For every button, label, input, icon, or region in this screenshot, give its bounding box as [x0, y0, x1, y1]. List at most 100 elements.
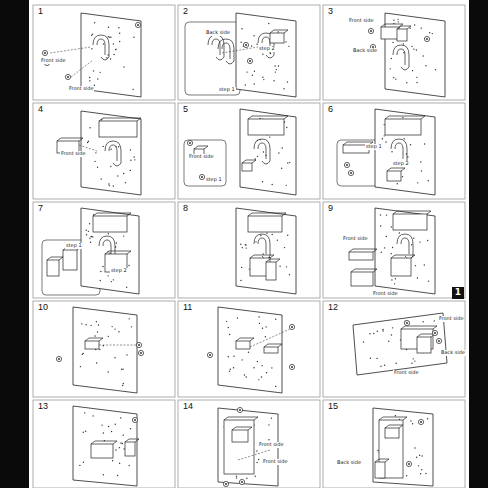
plate-hole	[257, 361, 258, 362]
plate-hole	[87, 142, 88, 143]
plate-hole	[115, 48, 116, 49]
step-number: 11	[182, 303, 193, 313]
plate-hole	[245, 244, 246, 245]
plate-hole	[114, 328, 115, 329]
side-label: Back side	[336, 460, 362, 466]
bracket-edge	[59, 257, 63, 260]
callout-circle	[424, 36, 429, 41]
bracket-part	[264, 347, 278, 353]
bracket-edge	[127, 251, 131, 254]
bracket-edge	[407, 26, 411, 29]
plate-hole	[107, 275, 108, 276]
panel-frame	[33, 202, 175, 298]
plate-hole	[119, 462, 120, 463]
plate-hole	[420, 161, 421, 162]
plate-hole	[271, 234, 272, 235]
plate-hole	[416, 82, 417, 83]
plate-hole	[421, 170, 422, 171]
bracket-edge	[405, 326, 437, 327]
panel-frame	[178, 301, 320, 397]
plate-hole	[382, 329, 383, 330]
step-number: 10	[37, 303, 49, 313]
bracket-edge	[284, 116, 288, 119]
side-label: Front side	[342, 236, 368, 242]
plate-hole	[244, 374, 245, 375]
plate-outline	[81, 13, 141, 97]
callout-circle	[187, 140, 192, 145]
plate-hole	[115, 449, 116, 450]
callout-dot	[370, 30, 372, 32]
plate-hole	[385, 141, 386, 142]
callout-circle	[132, 417, 137, 422]
step-number: 3	[327, 7, 334, 17]
plate-hole	[413, 237, 414, 238]
plate-hole	[391, 226, 392, 227]
plate-hole	[410, 420, 411, 421]
bracket-edge	[250, 338, 254, 341]
plate-hole	[413, 48, 414, 49]
bracket-part	[349, 252, 373, 260]
plate-hole	[271, 417, 272, 418]
plate-hole	[111, 281, 112, 282]
plate-hole	[288, 46, 289, 47]
plate-hole	[130, 160, 131, 161]
bracket-edge	[85, 338, 89, 341]
bracket-edge	[375, 459, 379, 462]
bracket-edge	[391, 255, 395, 258]
plate-hole	[92, 415, 93, 416]
plate-hole	[424, 264, 425, 265]
plate-hole	[123, 435, 124, 436]
plate-hole	[255, 241, 256, 242]
plate-hole	[108, 233, 109, 234]
bracket-edge	[266, 259, 270, 262]
plate-hole	[273, 80, 274, 81]
plate-hole	[434, 320, 435, 321]
page-tab: 1	[452, 287, 464, 299]
bracket-edge	[236, 427, 252, 428]
plate-hole	[278, 31, 279, 32]
leader-line	[99, 345, 137, 346]
plate-hole	[236, 476, 237, 477]
plate-hole	[406, 475, 407, 476]
bracket-edge	[252, 160, 256, 163]
callout-dot	[426, 38, 428, 40]
plate-hole	[88, 231, 89, 232]
bracket-edge	[401, 326, 405, 329]
callout-circle	[247, 58, 252, 63]
plate-hole	[228, 356, 229, 357]
plate-hole	[398, 21, 399, 22]
bracket-part	[397, 29, 407, 41]
plate-hole	[110, 149, 111, 150]
plate-outline	[236, 13, 296, 97]
plate-hole	[411, 362, 412, 363]
plate-hole	[422, 55, 423, 56]
plate-hole	[266, 232, 267, 233]
plate-hole	[381, 252, 382, 253]
plate-hole	[96, 321, 97, 322]
bracket-edge	[129, 439, 139, 440]
plate-hole	[111, 431, 112, 432]
plate-hole	[287, 162, 288, 163]
bracket-edge	[417, 334, 421, 337]
bracket-edge	[194, 146, 198, 149]
bracket-edge	[421, 116, 425, 119]
plate-hole	[113, 43, 114, 44]
plate-hole	[229, 334, 230, 335]
bracket-edge	[89, 338, 103, 339]
bracket-edge	[278, 344, 282, 347]
panel-frame	[178, 103, 320, 199]
plate-hole	[123, 173, 124, 174]
plate-hole	[419, 241, 420, 242]
plate-hole	[258, 316, 259, 317]
plate-hole	[258, 459, 259, 460]
bracket-edge	[224, 417, 228, 420]
plate-hole	[380, 214, 381, 215]
callout-circle	[199, 174, 204, 179]
bracket-edge	[393, 211, 397, 214]
bracket-edge	[355, 269, 377, 270]
plate-hole	[425, 65, 426, 66]
plate-hole	[277, 239, 278, 240]
bracket-part	[417, 337, 431, 353]
plate-hole	[120, 442, 121, 443]
bracket-edge	[99, 118, 103, 121]
